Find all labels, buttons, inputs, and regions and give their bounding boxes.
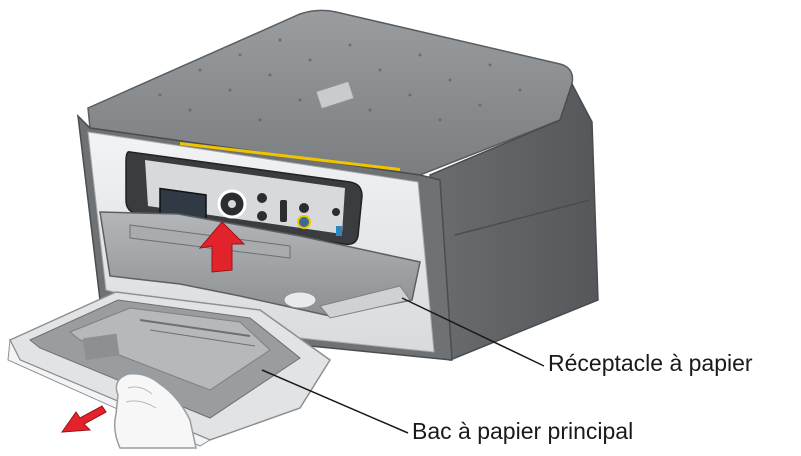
- tray-knob: [284, 292, 316, 308]
- label-main-tray: Bac à papier principal: [412, 420, 633, 443]
- left-down-arrow-icon: [62, 406, 106, 432]
- label-output-tray: Réceptacle à papier: [548, 352, 753, 375]
